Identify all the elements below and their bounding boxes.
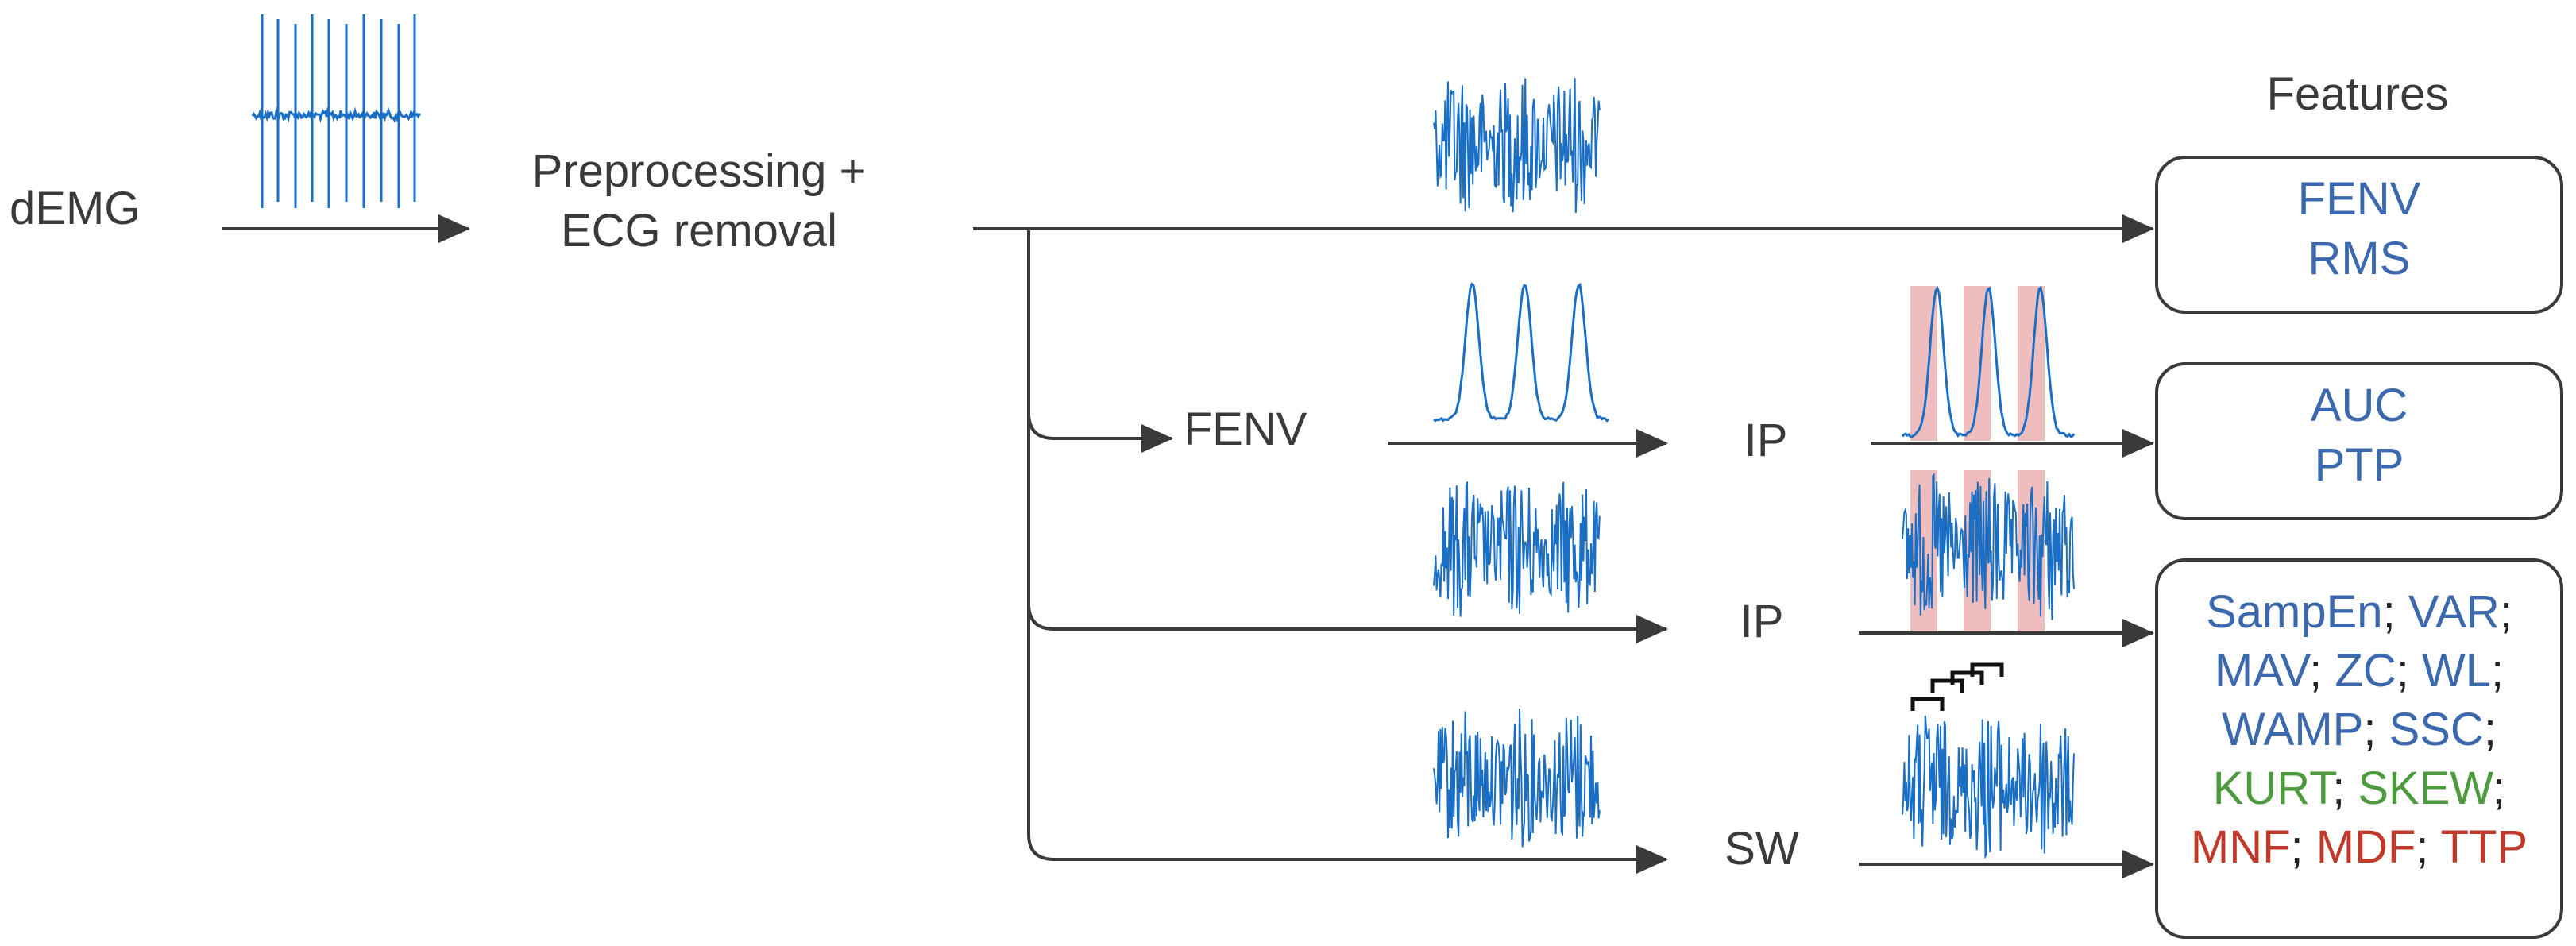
feature-box3-row5-seg4: ; — [2416, 821, 2440, 873]
feature-box2-line1: AUC — [2311, 380, 2408, 431]
ip-highlight-2 — [1964, 286, 1991, 441]
ipenv-curve — [1901, 285, 2076, 438]
feature-box3-row-5: MNF; MDF; TTP — [2191, 821, 2528, 873]
feature-box3-row5-seg1: MNF — [2191, 821, 2291, 873]
feature-box3-row5-seg2: ; — [2291, 821, 2316, 873]
label-features-title: Features — [2267, 68, 2449, 120]
feature-box3-row2-seg3: ZC — [2335, 645, 2396, 697]
ip-highlight-3 — [2018, 286, 2045, 441]
feature-box3-row-4: KURT; SKEW; — [2213, 763, 2506, 814]
label-preprocessing-line2: ECG removal — [561, 205, 837, 257]
feature-box3-row1-seg3: VAR — [2408, 586, 2500, 638]
feature-box1-line2: RMS — [2308, 233, 2411, 284]
sw-noise — [1902, 716, 2075, 859]
feature-box3-row4-seg1: KURT — [2213, 763, 2337, 814]
label-ip-2: IP — [1740, 596, 1784, 647]
raw-signal-sw-row — [1433, 709, 1601, 848]
mid-noise — [1433, 481, 1601, 617]
feature-box3-row2-seg1: MAV — [2215, 645, 2311, 697]
feature-box3-row4-seg4: ; — [2493, 763, 2505, 814]
feature-box2-line2: PTP — [2315, 439, 2404, 491]
feature-box1-line1: FENV — [2298, 173, 2421, 225]
label-sw: SW — [1724, 823, 1799, 875]
flow-connectors — [222, 214, 2154, 878]
feature-box-1: FENV RMS — [2155, 156, 2563, 314]
label-demg: dEMG — [10, 183, 140, 234]
feature-box3-row4-seg2: ; — [2332, 763, 2358, 814]
branch-to-ip2 — [1027, 603, 1668, 643]
feature-box3-row-2: MAV; ZC; WL; — [2215, 645, 2504, 697]
feature-box3-row3-seg2: ; — [2363, 704, 2389, 755]
feature-box-3: SampEn; VAR;MAV; ZC; WL;WAMP; SSC;KURT; … — [2155, 558, 2563, 939]
demg-signal — [251, 14, 421, 208]
feature-box3-row1-seg4: ; — [2500, 586, 2512, 638]
feature-box3-row5-seg5: TTP — [2441, 821, 2528, 873]
feature-box3-row3-seg3: SSC — [2389, 704, 2484, 755]
feature-box3-row2-seg2: ; — [2309, 645, 2335, 697]
feature-box3-row3-seg4: ; — [2484, 704, 2497, 755]
ip-envelope-segmented-signal — [1901, 285, 2076, 441]
feature-box3-row3-seg1: WAMP — [2222, 704, 2363, 755]
sliding-window-brackets-icon — [1910, 662, 2004, 711]
feature-box-2: AUC PTP — [2155, 362, 2563, 520]
demg-baseline — [251, 106, 421, 123]
fenv-envelope-signal — [1433, 282, 1609, 423]
ipraw-noise — [1902, 473, 2075, 620]
sw-windowed-signal — [1902, 716, 2075, 859]
preprocessed-signal-top — [1433, 78, 1601, 213]
fenv-curve — [1433, 282, 1609, 423]
feature-box3-row2-seg6: ; — [2491, 645, 2504, 697]
feature-box3-row2-seg4: ; — [2396, 645, 2422, 697]
branch-to-fenv — [1027, 412, 1173, 453]
ip-raw-segmented-signal — [1902, 470, 2075, 633]
feature-box3-row1-seg1: SampEn — [2206, 586, 2382, 638]
branch-vertical — [1027, 229, 1055, 861]
feature-box3-row2-seg5: WL — [2422, 645, 2491, 697]
feature-box3-row4-seg3: SKEW — [2358, 763, 2493, 814]
feature-box3-row5-seg3: MDF — [2316, 821, 2416, 873]
label-ip-1: IP — [1744, 415, 1788, 466]
feature-box3-row1-seg2: ; — [2383, 586, 2408, 638]
bot-noise — [1433, 709, 1601, 848]
label-fenv: FENV — [1184, 403, 1307, 455]
feature-box3-row-3: WAMP; SSC; — [2222, 704, 2497, 755]
top-noise — [1433, 78, 1601, 213]
feature-box3-row-1: SampEn; VAR; — [2206, 586, 2512, 638]
label-preprocessing-line1: Preprocessing + — [532, 145, 867, 197]
raw-signal-ip-row — [1433, 481, 1601, 617]
